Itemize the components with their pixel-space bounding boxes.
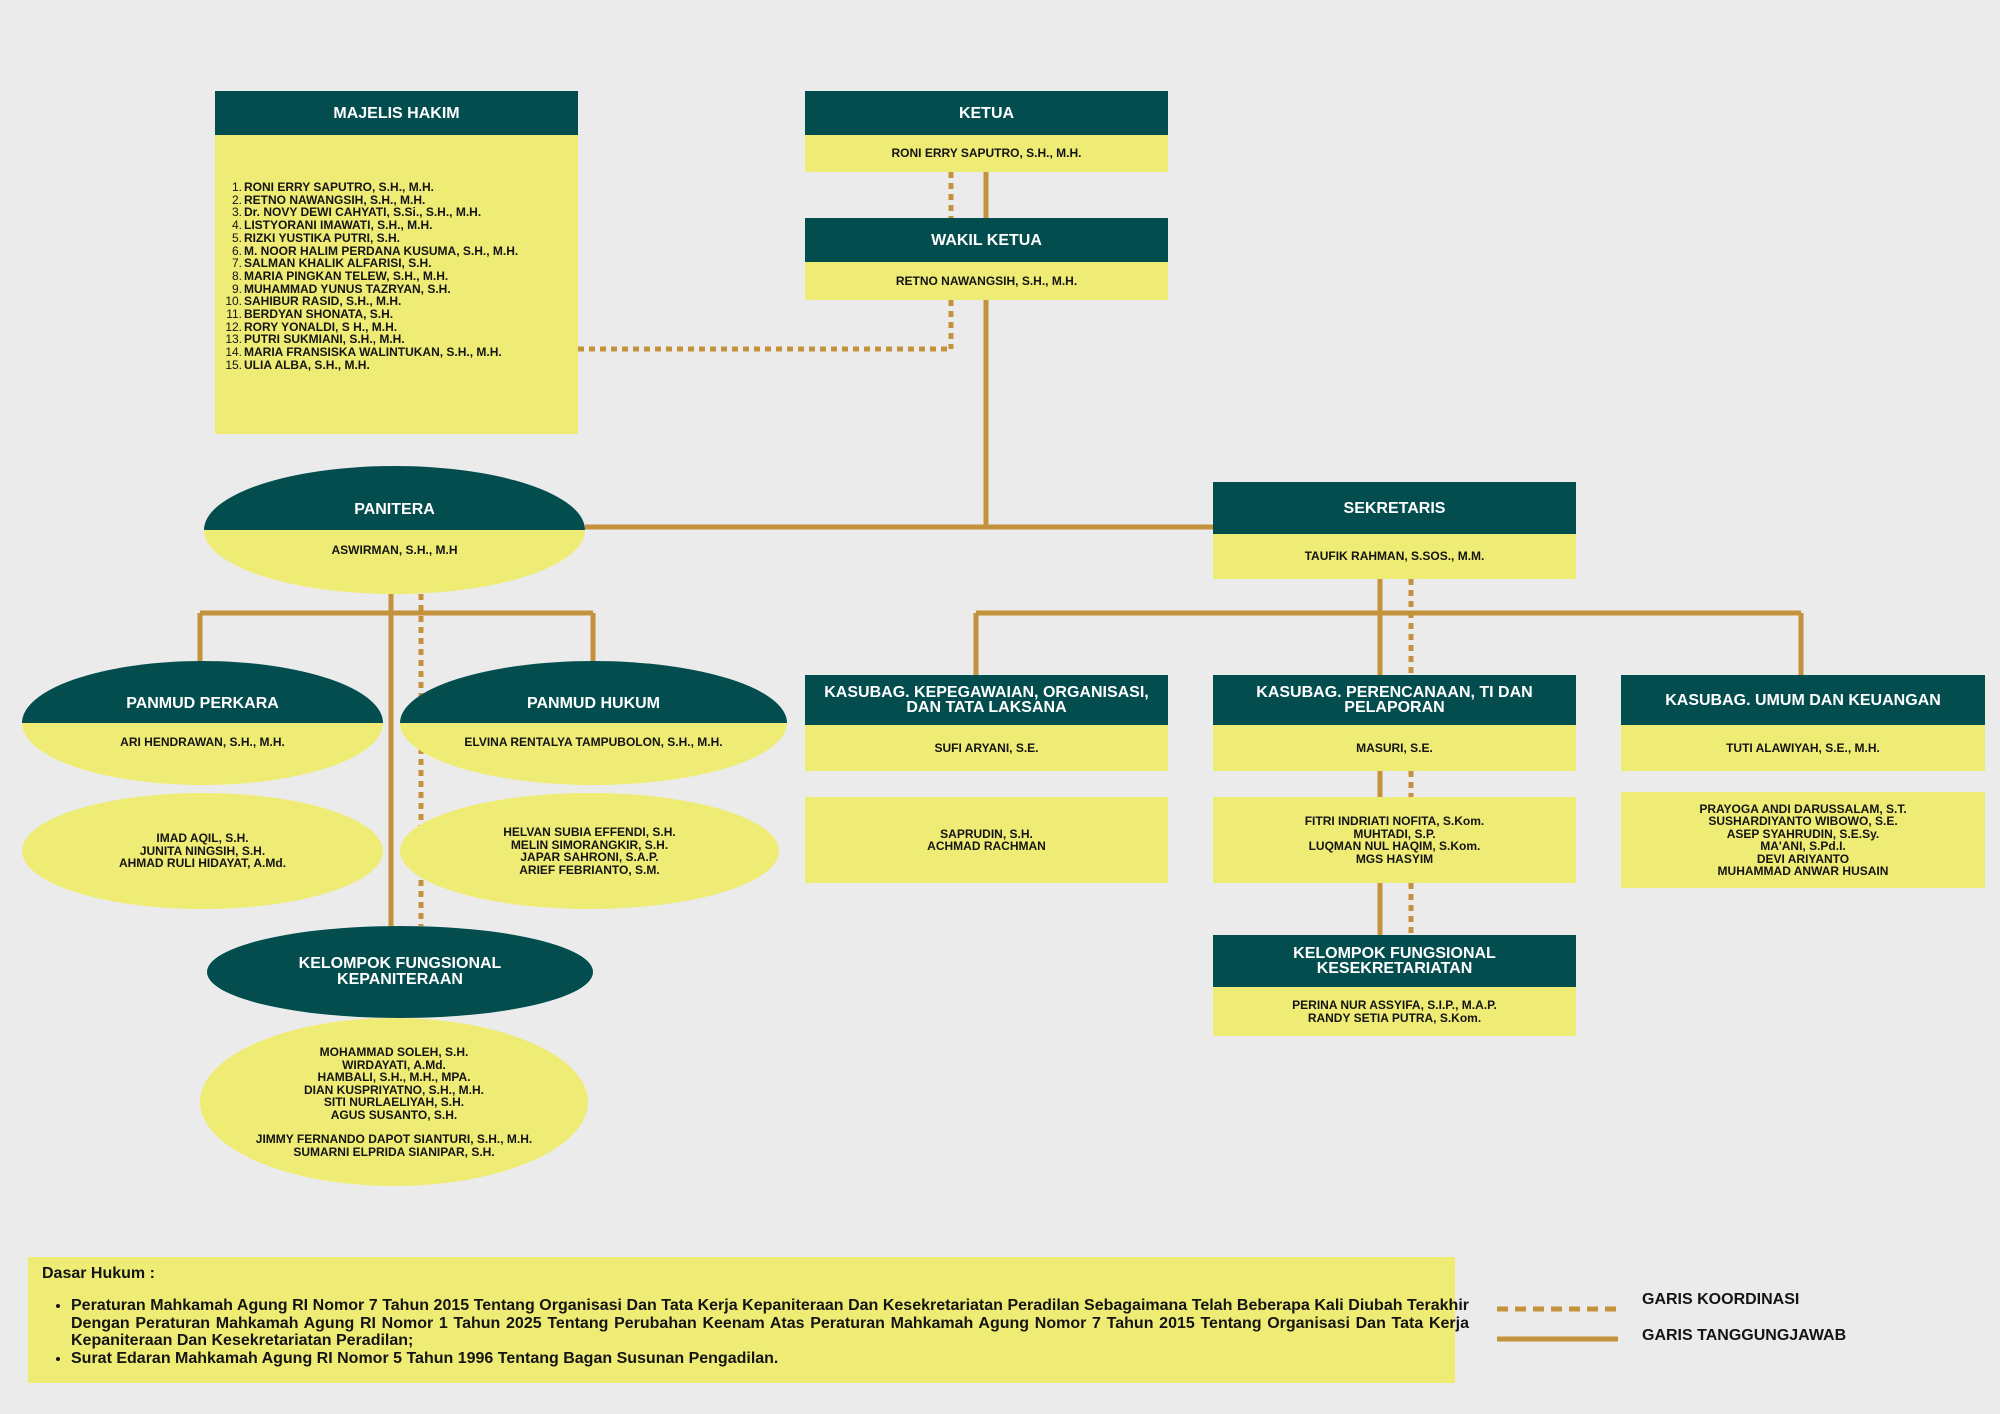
- panmud-hukum-header: PANMUD HUKUM: [400, 661, 787, 723]
- list-item: 5.RIZKI YUSTIKA PUTRI, S.H.: [231, 230, 401, 245]
- list-item: 3.Dr. NOVY DEWI CAHYATI, S.Si., S.H., M.…: [231, 205, 482, 220]
- list-item: 14.MARIA FRANSISKA WALINTUKAN, S.H., M.H…: [225, 345, 502, 360]
- list-item: MGS HASYIM: [1355, 851, 1434, 866]
- panmud-perkara-ellipse: PANMUD PERKARA ARI HENDRAWAN, S.H., M.H.: [22, 661, 383, 785]
- list-item: Surat Edaran Mahkamah Agung RI Nomor 5 T…: [71, 1350, 1469, 1368]
- majelis-hakim-header: MAJELIS HAKIM: [215, 91, 578, 135]
- majelis-hakim-body: 1.RONI ERRY SAPUTRO, S.H., M.H. 2.RETNO …: [215, 135, 578, 434]
- list-item: 15.ULIA ALBA, S.H., M.H.: [225, 357, 370, 372]
- list-item: 12.RORY YONALDI, S H., M.H.: [225, 319, 398, 334]
- legend-tanggungjawab-label: GARIS TANGGUNGJAWAB: [1642, 1327, 1847, 1344]
- list-item: WIRDAYATI, A.Md.: [342, 1057, 446, 1072]
- ketua-box: KETUA RONI ERRY SAPUTRO, S.H., M.H.: [805, 91, 1168, 172]
- list-item: 1.RONI ERRY SAPUTRO, S.H., M.H.: [231, 180, 435, 194]
- list-item: JAPAR SAHRONI, S.A.P.: [520, 850, 659, 864]
- list-item: MELIN SIMORANGKIR, S.H.: [510, 837, 669, 852]
- wakil-ketua-name: RETNO NAWANGSIH, S.H., M.H.: [805, 262, 1168, 300]
- list-item: MOHAMMAD SOLEH, S.H.: [319, 1045, 469, 1059]
- panitera-header: PANITERA: [204, 466, 585, 530]
- list-item: SUSHARDIYANTO WIBOWO, S.E.: [1708, 814, 1898, 828]
- list-item: JIMMY FERNANDO DAPOT SIANTURI, S.H., M.H…: [255, 1132, 533, 1146]
- fungsional-kepaniteraan-header: KELOMPOK FUNGSIONAL KEPANITERAAN: [207, 926, 593, 1018]
- panitera-name: ASWIRMAN, S.H., M.H: [204, 530, 585, 594]
- list-item: DEVI ARIYANTO: [1756, 851, 1850, 866]
- list-item: LUQMAN NUL HAQIM, S.Kom.: [1308, 839, 1481, 853]
- kasubag-kepegawaian-name: SUFI ARYANI, S.E.: [805, 725, 1168, 771]
- list-item: 7.SALMAN KHALIK ALFARISI, S.H.: [231, 256, 432, 271]
- list-item: FITRI INDRIATI NOFITA, S.Kom.: [1304, 814, 1485, 828]
- panmud-hukum-staff: HELVAN SUBIA EFFENDI, S.H. MELIN SIMORAN…: [400, 793, 779, 909]
- list-item: SITI NURLAELIYAH, S.H.: [323, 1095, 465, 1109]
- panmud-hukum-ellipse: PANMUD HUKUM ELVINA RENTALYA TAMPUBOLON,…: [400, 661, 787, 785]
- majelis-hakim-list: 1.RONI ERRY SAPUTRO, S.H., M.H. 2.RETNO …: [215, 181, 518, 372]
- sekretaris-box: SEKRETARIS TAUFIK RAHMAN, S.SOS., M.M.: [1213, 482, 1576, 579]
- list-item: IMAD AQIL, S.H.: [156, 831, 249, 846]
- dasar-hukum-title: Dasar Hukum :: [42, 1265, 155, 1282]
- panmud-perkara-name: ARI HENDRAWAN, S.H., M.H.: [22, 723, 383, 785]
- list-item: JUNITA NINGSIH, S.H.: [139, 843, 266, 858]
- dasar-hukum-list: Peraturan Mahkamah Agung RI Nomor 7 Tahu…: [42, 1297, 1469, 1367]
- kasubag-kepegawaian-staff: SAPRUDIN, S.H. ACHMAD RACHMAN: [805, 797, 1168, 883]
- list-item: MUHTADI, S.P.: [1353, 826, 1436, 841]
- kasubag-perencanaan-header: KASUBAG. PERENCANAAN, TI DAN PELAPORAN: [1213, 675, 1576, 725]
- list-item: 8.MARIA PINGKAN TELEW, S.H., M.H.: [231, 268, 449, 283]
- majelis-hakim-box: MAJELIS HAKIM 1.RONI ERRY SAPUTRO, S.H.,…: [215, 91, 578, 434]
- sekretaris-header: SEKRETARIS: [1213, 482, 1576, 534]
- list-item: ASEP SYAHRUDIN, S.E.Sy.: [1726, 826, 1880, 841]
- list-item: AGUS SUSANTO, S.H.: [330, 1107, 458, 1122]
- panmud-perkara-staff: IMAD AQIL, S.H. JUNITA NINGSIH, S.H. AHM…: [22, 793, 383, 909]
- kasubag-perencanaan-box: KASUBAG. PERENCANAAN, TI DAN PELAPORAN M…: [1213, 675, 1576, 771]
- legend-koordinasi-label: GARIS KOORDINASI: [1642, 1291, 1800, 1308]
- list-item: HELVAN SUBIA EFFENDI, S.H.: [503, 825, 676, 839]
- sekretaris-name: TAUFIK RAHMAN, S.SOS., M.M.: [1213, 534, 1576, 579]
- fungsional-kesekretariatan-box: KELOMPOK FUNGSIONAL KESEKRETARIATAN PERI…: [1213, 935, 1576, 1036]
- ketua-name: RONI ERRY SAPUTRO, S.H., M.H.: [805, 135, 1168, 172]
- fungsional-kesekretariatan-header: KELOMPOK FUNGSIONAL KESEKRETARIATAN: [1213, 935, 1576, 987]
- list-item: 6.M. NOOR HALIM PERDANA KUSUMA, S.H., M.…: [231, 243, 519, 258]
- fungsional-kepaniteraan-staff: MOHAMMAD SOLEH, S.H. WIRDAYATI, A.Md. HA…: [200, 1018, 588, 1186]
- list-item: ARIEF FEBRIANTO, S.M.: [519, 862, 660, 877]
- list-item: HAMBALI, S.H., M.H., MPA.: [317, 1070, 471, 1084]
- kasubag-umum-staff: PRAYOGA ANDI DARUSSALAM, S.T. SUSHARDIYA…: [1621, 792, 1985, 888]
- list-item: AHMAD RULI HIDAYAT, A.Md.: [118, 856, 287, 871]
- list-item: ACHMAD RACHMAN: [927, 839, 1046, 853]
- list-item: RANDY SETIA PUTRA, S.Kom.: [1307, 1010, 1482, 1025]
- dasar-hukum-box: Dasar Hukum : Peraturan Mahkamah Agung R…: [28, 1257, 1469, 1383]
- panmud-perkara-header: PANMUD PERKARA: [22, 661, 383, 723]
- list-item: 4.LISTYORANI IMAWATI, S.H., M.H.: [231, 218, 433, 233]
- fungsional-kesekretariatan-staff: PERINA NUR ASSYIFA, S.I.P., M.A.P. RANDY…: [1213, 987, 1576, 1036]
- list-item: DIAN KUSPRIYATNO, S.H., M.H.: [303, 1082, 485, 1097]
- list-item: Peraturan Mahkamah Agung RI Nomor 7 Tahu…: [71, 1297, 1469, 1350]
- list-item: SUMARNI ELPRIDA SIANIPAR, S.H.: [293, 1144, 495, 1159]
- panmud-hukum-name: ELVINA RENTALYA TAMPUBOLON, S.H., M.H.: [400, 723, 787, 785]
- list-item: SAPRUDIN, S.H.: [940, 826, 1033, 841]
- list-item: 11.BERDYAN SHONATA, S.H.: [226, 307, 394, 322]
- ketua-header: KETUA: [805, 91, 1168, 135]
- kasubag-perencanaan-name: MASURI, S.E.: [1213, 725, 1576, 771]
- list-item: 9.MUHAMMAD YUNUS TAZRYAN, S.H.: [231, 281, 451, 296]
- list-item: MA'ANI, S.Pd.I.: [1760, 839, 1846, 853]
- list-item: 13.PUTRI SUKMIANI, S.H., M.H.: [225, 332, 405, 347]
- list-item: MUHAMMAD ANWAR HUSAIN: [1717, 864, 1889, 878]
- list-item: 2.RETNO NAWANGSIH, S.H., M.H.: [231, 192, 426, 207]
- wakil-ketua-box: WAKIL KETUA RETNO NAWANGSIH, S.H., M.H.: [805, 218, 1168, 300]
- list-item: PRAYOGA ANDI DARUSSALAM, S.T.: [1699, 801, 1907, 816]
- list-item: PERINA NUR ASSYIFA, S.I.P., M.A.P.: [1292, 998, 1497, 1012]
- kasubag-perencanaan-staff: FITRI INDRIATI NOFITA, S.Kom. MUHTADI, S…: [1213, 797, 1576, 883]
- kasubag-kepegawaian-box: KASUBAG. KEPEGAWAIAN, ORGANISASI, DAN TA…: [805, 675, 1168, 771]
- list-item: 10.SAHIBUR RASID, S.H., M.H.: [225, 294, 402, 309]
- kasubag-umum-name: TUTI ALAWIYAH, S.E., M.H.: [1621, 725, 1985, 771]
- kasubag-kepegawaian-header: KASUBAG. KEPEGAWAIAN, ORGANISASI, DAN TA…: [805, 675, 1168, 725]
- panitera-ellipse: PANITERA ASWIRMAN, S.H., M.H: [204, 466, 585, 594]
- wakil-ketua-header: WAKIL KETUA: [805, 218, 1168, 262]
- kasubag-umum-header: KASUBAG. UMUM DAN KEUANGAN: [1621, 675, 1985, 725]
- kasubag-umum-box: KASUBAG. UMUM DAN KEUANGAN TUTI ALAWIYAH…: [1621, 675, 1985, 771]
